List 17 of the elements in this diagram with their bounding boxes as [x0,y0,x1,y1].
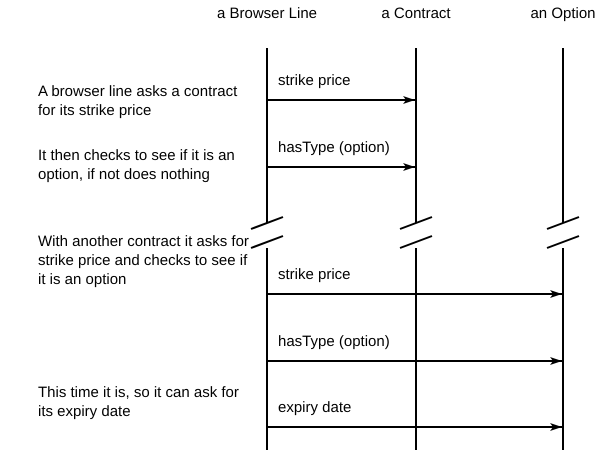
edge-label: hasType (option) [277,139,391,157]
object-name: a Browser Line [216,4,318,24]
edge-label: strike price [277,72,352,90]
object-name: a Contract [380,4,452,24]
step-note: A browser line asks a contract for its strike price [38,82,238,120]
step-note: It then checks to see if it is an option, if not does nothing [38,146,236,184]
edge-label: expiry date [277,399,352,417]
edge-label: strike price [277,266,352,284]
message-arrow [268,163,415,171]
message-arrow [268,423,562,431]
message-arrow [268,290,562,298]
step-note: With another contract it asks for strike price and checks to see if it is an option [38,232,250,289]
message-arrow [268,357,562,365]
edge-label: hasType (option) [277,333,391,351]
step-note: This time it is, so it can ask for its expiry date [38,383,240,421]
object-name: an Option [529,4,597,24]
message-arrow [268,96,415,104]
